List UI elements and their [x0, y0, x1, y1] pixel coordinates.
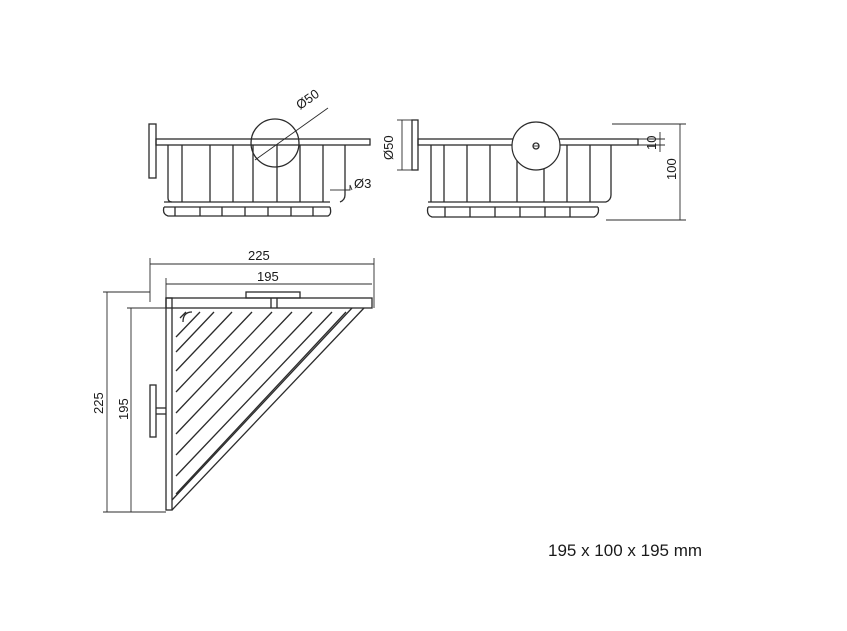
side-basket-wires: [430, 145, 612, 203]
front-bottom-wires: [162, 201, 332, 217]
top-inner-width-label: 195: [257, 269, 279, 284]
top-mount-block-top: [245, 291, 301, 299]
front-view: Ø50 Ø3: [148, 86, 371, 217]
front-diameter-leader: [254, 107, 329, 161]
side-height-label: 100: [664, 158, 679, 180]
top-outer-depth-label: 225: [91, 392, 106, 414]
top-view: 225 195 225 195: [91, 248, 375, 513]
front-basket-wires: [167, 145, 346, 203]
side-diameter-label: Ø50: [381, 135, 396, 160]
front-diameter-label: Ø50: [293, 86, 322, 112]
side-wall-plate: [411, 119, 419, 171]
front-rosette: [250, 118, 300, 168]
dimensions-caption: 195 x 100 x 195 mm: [548, 541, 703, 560]
top-outer-width-label: 225: [248, 248, 270, 263]
side-view: Ø50: [381, 119, 686, 221]
side-thickness-label: 10: [644, 136, 659, 150]
top-side-rail: [165, 297, 173, 511]
top-basket-wires: [175, 311, 347, 495]
front-wire-leader: [345, 184, 353, 191]
top-inner-depth-label: 195: [116, 398, 131, 420]
top-back-rail: [165, 297, 373, 309]
front-wall-plate: [148, 123, 157, 179]
side-bottom-wires: [426, 201, 606, 218]
front-wire-label: Ø3: [354, 176, 371, 191]
top-mount-block-left: [149, 384, 157, 438]
front-top-rail: [155, 138, 371, 146]
top-front-rail: [171, 307, 353, 501]
